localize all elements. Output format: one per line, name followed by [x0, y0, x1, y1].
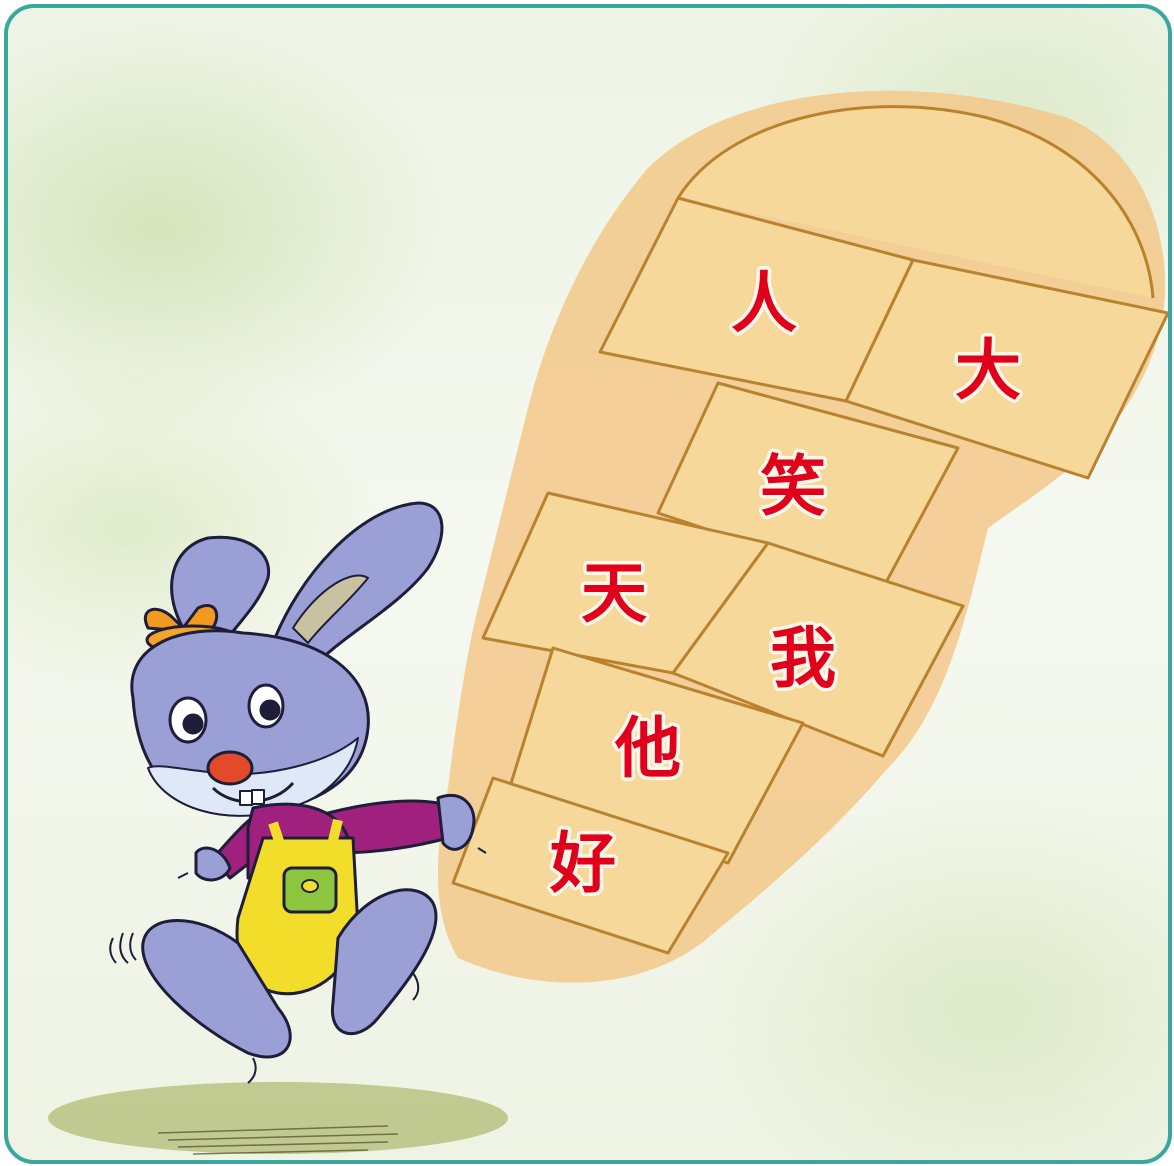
rabbit-leg-left — [141, 919, 292, 1059]
motion-lines — [109, 847, 487, 1084]
cell-char-wo: 我 — [770, 619, 836, 697]
cell-char-ren: 人 — [731, 264, 797, 342]
rabbit-nose — [206, 750, 254, 786]
cell-char-ta: 他 — [614, 709, 681, 787]
hopscotch-cell-wo — [671, 541, 965, 758]
cell-char-da: 大 — [955, 331, 1021, 409]
grass-shadow — [48, 1082, 508, 1154]
grass-hatch — [157, 1125, 399, 1155]
hopscotch-arc — [676, 105, 1155, 299]
cell-char-xiao: 笑 — [760, 447, 826, 525]
picture-frame: 人 大 笑 天 我 他 好 — [4, 4, 1172, 1164]
hopscotch-cell-da — [844, 258, 1168, 480]
rabbit — [130, 501, 476, 1059]
illustration: 人 大 笑 天 我 他 好 — [48, 90, 1168, 1155]
cell-char-hao: 好 — [549, 824, 616, 902]
rabbit-leg-right — [331, 888, 438, 1036]
cell-char-tian: 天 — [581, 554, 647, 632]
hopscotch-cell-hao — [451, 776, 730, 955]
